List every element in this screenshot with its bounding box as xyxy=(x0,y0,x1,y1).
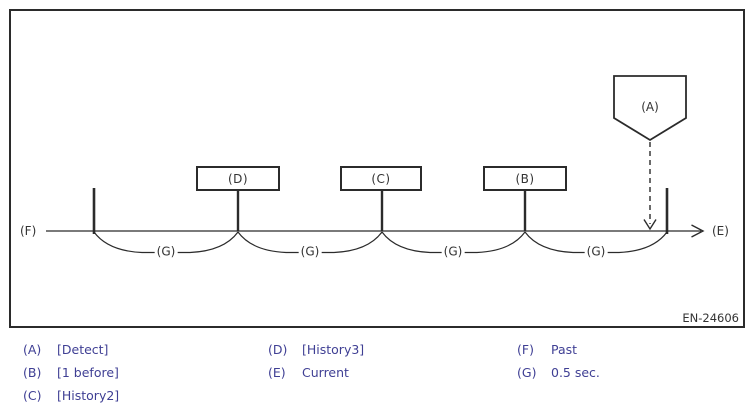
one-before-box-label: (B) xyxy=(515,171,535,186)
legend-item-a: (A) [Detect] xyxy=(23,342,108,357)
legend-key-f: (F) xyxy=(517,342,534,357)
past-axis-label: (F) xyxy=(20,224,37,238)
interval-label-4: (G) xyxy=(584,244,608,259)
legend-item-b: (B) [1 before] xyxy=(23,365,119,380)
legend-item-f: (F) Past xyxy=(517,342,577,357)
current-axis-label: (E) xyxy=(712,224,729,238)
legend-key-g: (G) xyxy=(517,365,537,380)
legend-key-c: (C) xyxy=(23,388,42,403)
legend-key-b: (B) xyxy=(23,365,42,380)
interval-label-3: (G) xyxy=(441,244,465,259)
legend-key-a: (A) xyxy=(23,342,42,357)
legend-value-d: [History3] xyxy=(302,342,365,357)
history3-box: (D) xyxy=(196,166,280,191)
legend-item-e: (E) Current xyxy=(268,365,349,380)
interval-label-2: (G) xyxy=(298,244,322,259)
history2-box-label: (C) xyxy=(371,171,391,186)
legend-value-a: [Detect] xyxy=(57,342,109,357)
detect-pin-shape xyxy=(613,75,687,142)
legend-value-g: 0.5 sec. xyxy=(551,365,600,380)
figure-code: EN-24606 xyxy=(682,311,739,325)
legend-item-d: (D) [History3] xyxy=(268,342,364,357)
legend-key-e: (E) xyxy=(268,365,286,380)
timeline-arrowhead-icon xyxy=(691,224,705,238)
interval-label-1: (G) xyxy=(154,244,178,259)
detect-pin-label: (A) xyxy=(641,100,659,114)
legend-key-d: (D) xyxy=(268,342,288,357)
history3-box-label: (D) xyxy=(227,171,249,186)
legend-value-c: [History2] xyxy=(57,388,120,403)
legend-item-c: (C) [History2] xyxy=(23,388,119,403)
legend-item-g: (G) 0.5 sec. xyxy=(517,365,600,380)
one-before-box: (B) xyxy=(483,166,567,191)
legend-value-b: [1 before] xyxy=(57,365,119,380)
history2-box: (C) xyxy=(340,166,422,191)
legend-value-f: Past xyxy=(551,342,578,357)
detect-drop-arrowhead-icon xyxy=(643,219,657,231)
legend-value-e: Current xyxy=(302,365,349,380)
